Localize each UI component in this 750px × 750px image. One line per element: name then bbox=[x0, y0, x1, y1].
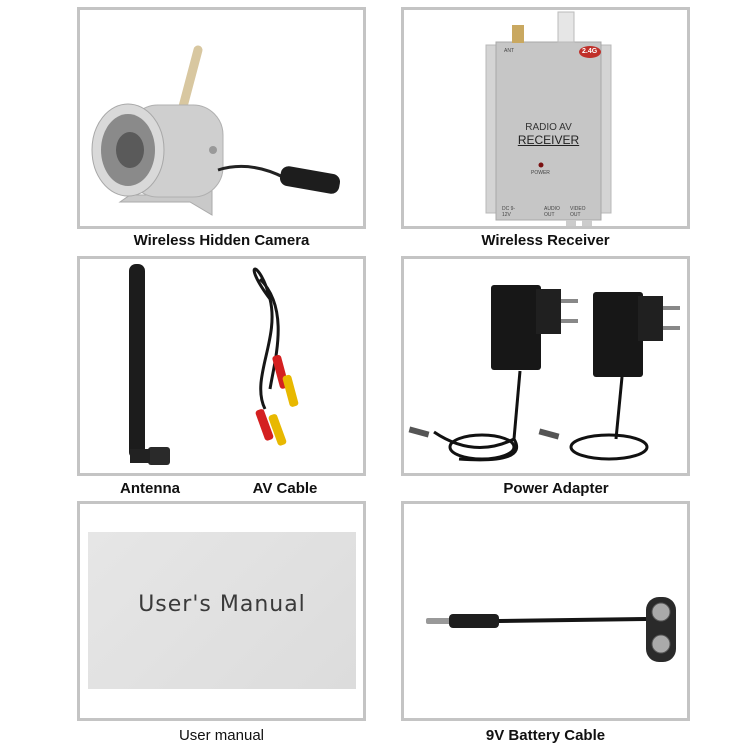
receiver-badge: 2.4G bbox=[582, 48, 598, 55]
label-camera: Wireless Hidden Camera bbox=[133, 232, 310, 249]
panel-receiver: 2.4G ANT RADIO AV RECEIVER POWER DC 9-12… bbox=[401, 7, 690, 229]
antenna-av-cable-illustration bbox=[129, 264, 299, 465]
receiver-line2: RECEIVER bbox=[517, 133, 580, 147]
panel-battery-cable bbox=[401, 501, 690, 721]
receiver-power-label: POWER bbox=[531, 170, 550, 176]
power-adapter-illustration bbox=[408, 285, 680, 462]
label-power-adapter: Power Adapter bbox=[503, 480, 609, 497]
label-manual: User manual bbox=[178, 727, 265, 744]
receiver-audio-label: AUDIO OUT bbox=[544, 206, 560, 218]
receiver-ant-label: ANT bbox=[504, 48, 514, 54]
panel-manual: User's Manual bbox=[77, 501, 366, 721]
label-antenna: Antenna bbox=[120, 480, 180, 497]
receiver-video-label: VIDEO OUT bbox=[570, 206, 586, 218]
panel-antenna-av-cable bbox=[77, 256, 366, 476]
label-av-cable: AV Cable bbox=[252, 480, 318, 497]
receiver-line1: RADIO AV bbox=[525, 122, 572, 133]
label-battery-cable: 9V Battery Cable bbox=[485, 727, 606, 744]
battery-cable-illustration bbox=[426, 597, 676, 662]
manual-card: User's Manual bbox=[88, 532, 356, 689]
receiver-dc-label: DC 9-12V bbox=[502, 206, 516, 218]
panel-power-adapter bbox=[401, 256, 690, 476]
camera-illustration bbox=[91, 45, 341, 216]
panel-camera bbox=[77, 7, 366, 229]
label-receiver: Wireless Receiver bbox=[481, 232, 610, 249]
manual-card-text: User's Manual bbox=[138, 592, 306, 617]
receiver-illustration bbox=[485, 11, 612, 226]
